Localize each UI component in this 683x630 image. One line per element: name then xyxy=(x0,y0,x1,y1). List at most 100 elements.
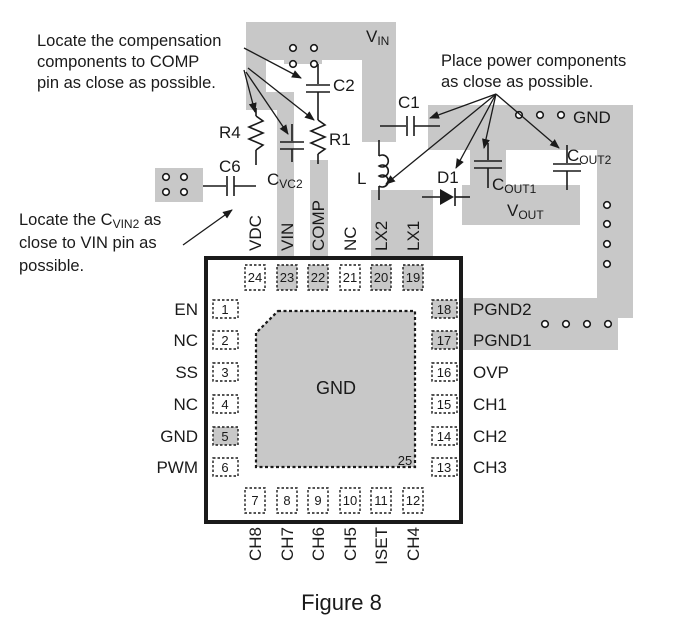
via xyxy=(602,219,612,229)
pin-name: CH4 xyxy=(404,527,423,561)
pin-17: 17 PGND1 xyxy=(431,330,532,350)
c6-via-pad xyxy=(155,168,203,202)
via xyxy=(179,187,189,197)
pin-number: 22 xyxy=(311,270,325,285)
pin-number: 21 xyxy=(343,270,357,285)
via xyxy=(582,319,592,329)
c1-capacitor xyxy=(380,116,440,136)
exposed-pad xyxy=(254,309,417,469)
pin-name: LX1 xyxy=(404,221,423,251)
pin-4: 4NC xyxy=(173,394,239,414)
arrow-to-c2 xyxy=(243,47,302,79)
pin-name: VIN xyxy=(278,223,297,251)
c6-capacitor xyxy=(203,176,256,196)
pin-number: 13 xyxy=(437,460,451,475)
pin-13: 13 CH3 xyxy=(431,457,507,477)
via xyxy=(288,59,298,69)
arrow-to-c6 xyxy=(182,209,233,246)
l-label: L xyxy=(357,169,366,188)
pin-number: 14 xyxy=(437,429,451,444)
c2-label: C2 xyxy=(333,76,355,95)
pin-number: 12 xyxy=(406,493,420,508)
pin-number: 24 xyxy=(248,270,262,285)
arrow-to-cout1 xyxy=(482,93,497,149)
pin-name: CH3 xyxy=(473,458,507,477)
pin-name: NC xyxy=(173,395,198,414)
via xyxy=(602,200,612,210)
pin-name: PGND1 xyxy=(473,331,532,350)
cvin2-note: Locate the CVIN2 as close to VIN pin as … xyxy=(19,211,166,275)
arrow-to-l xyxy=(385,93,497,185)
pin-name: ISET xyxy=(372,527,391,565)
pin-number: 16 xyxy=(437,365,451,380)
via xyxy=(309,59,319,69)
pin-24: 24 VDC xyxy=(244,215,266,291)
via xyxy=(602,239,612,249)
pin-name: CH5 xyxy=(341,527,360,561)
pin-name: CH7 xyxy=(278,527,297,561)
center-gnd-label: GND xyxy=(316,378,356,398)
pin-name: GND xyxy=(160,427,198,446)
figure-caption: Figure 8 xyxy=(301,590,382,615)
arrow-to-c1 xyxy=(429,93,497,119)
r4-resistor xyxy=(246,108,266,165)
pin-name: OVP xyxy=(473,363,509,382)
pin-number: 8 xyxy=(283,493,290,508)
pin-name: LX2 xyxy=(372,221,391,251)
cvc2-capacitor xyxy=(280,124,304,162)
pin-19: 19 LX1 xyxy=(402,221,424,291)
pin-number: 10 xyxy=(343,493,357,508)
power-note: Place power components as close as possi… xyxy=(441,52,631,91)
pin-number: 1 xyxy=(221,302,228,317)
via xyxy=(179,172,189,182)
d1-diode xyxy=(422,188,470,206)
vias xyxy=(161,43,613,329)
c6-label: C6 xyxy=(219,157,241,176)
arrow-to-r4 xyxy=(243,69,257,113)
pin-name: CH8 xyxy=(246,527,265,561)
via xyxy=(603,319,613,329)
via xyxy=(540,319,550,329)
pin-number: 20 xyxy=(374,270,388,285)
pin-name: VDC xyxy=(246,215,265,251)
via xyxy=(309,43,319,53)
pin-number: 5 xyxy=(221,429,228,444)
arrow-to-cvc2 xyxy=(245,71,289,135)
pin-number: 19 xyxy=(406,270,420,285)
via xyxy=(561,319,571,329)
gnd-right-strip xyxy=(597,105,633,315)
pin-2: 2NC xyxy=(173,330,239,350)
pin-5: 5 GND xyxy=(160,426,239,446)
d1-label: D1 xyxy=(437,168,459,187)
pin-name: SS xyxy=(175,363,198,382)
pin-number: 17 xyxy=(437,333,451,348)
cout2-capacitor xyxy=(553,145,581,190)
via xyxy=(602,259,612,269)
pin-name: PWM xyxy=(156,458,198,477)
cout1-label: COUT1 xyxy=(492,175,537,196)
vout-net-label: VOUT xyxy=(507,201,544,222)
via xyxy=(161,187,171,197)
compensation-note: Locate the compensation components to CO… xyxy=(37,32,226,92)
pin-20: 20 LX2 xyxy=(370,221,392,291)
vin-net-label: VIN xyxy=(366,27,389,48)
pin-3: 3SS xyxy=(175,362,239,382)
gnd-pgnd2-strip xyxy=(430,298,633,318)
vin-horizontal xyxy=(246,92,294,110)
pin-name: NC xyxy=(173,331,198,350)
arrow-to-cout2 xyxy=(495,93,560,149)
